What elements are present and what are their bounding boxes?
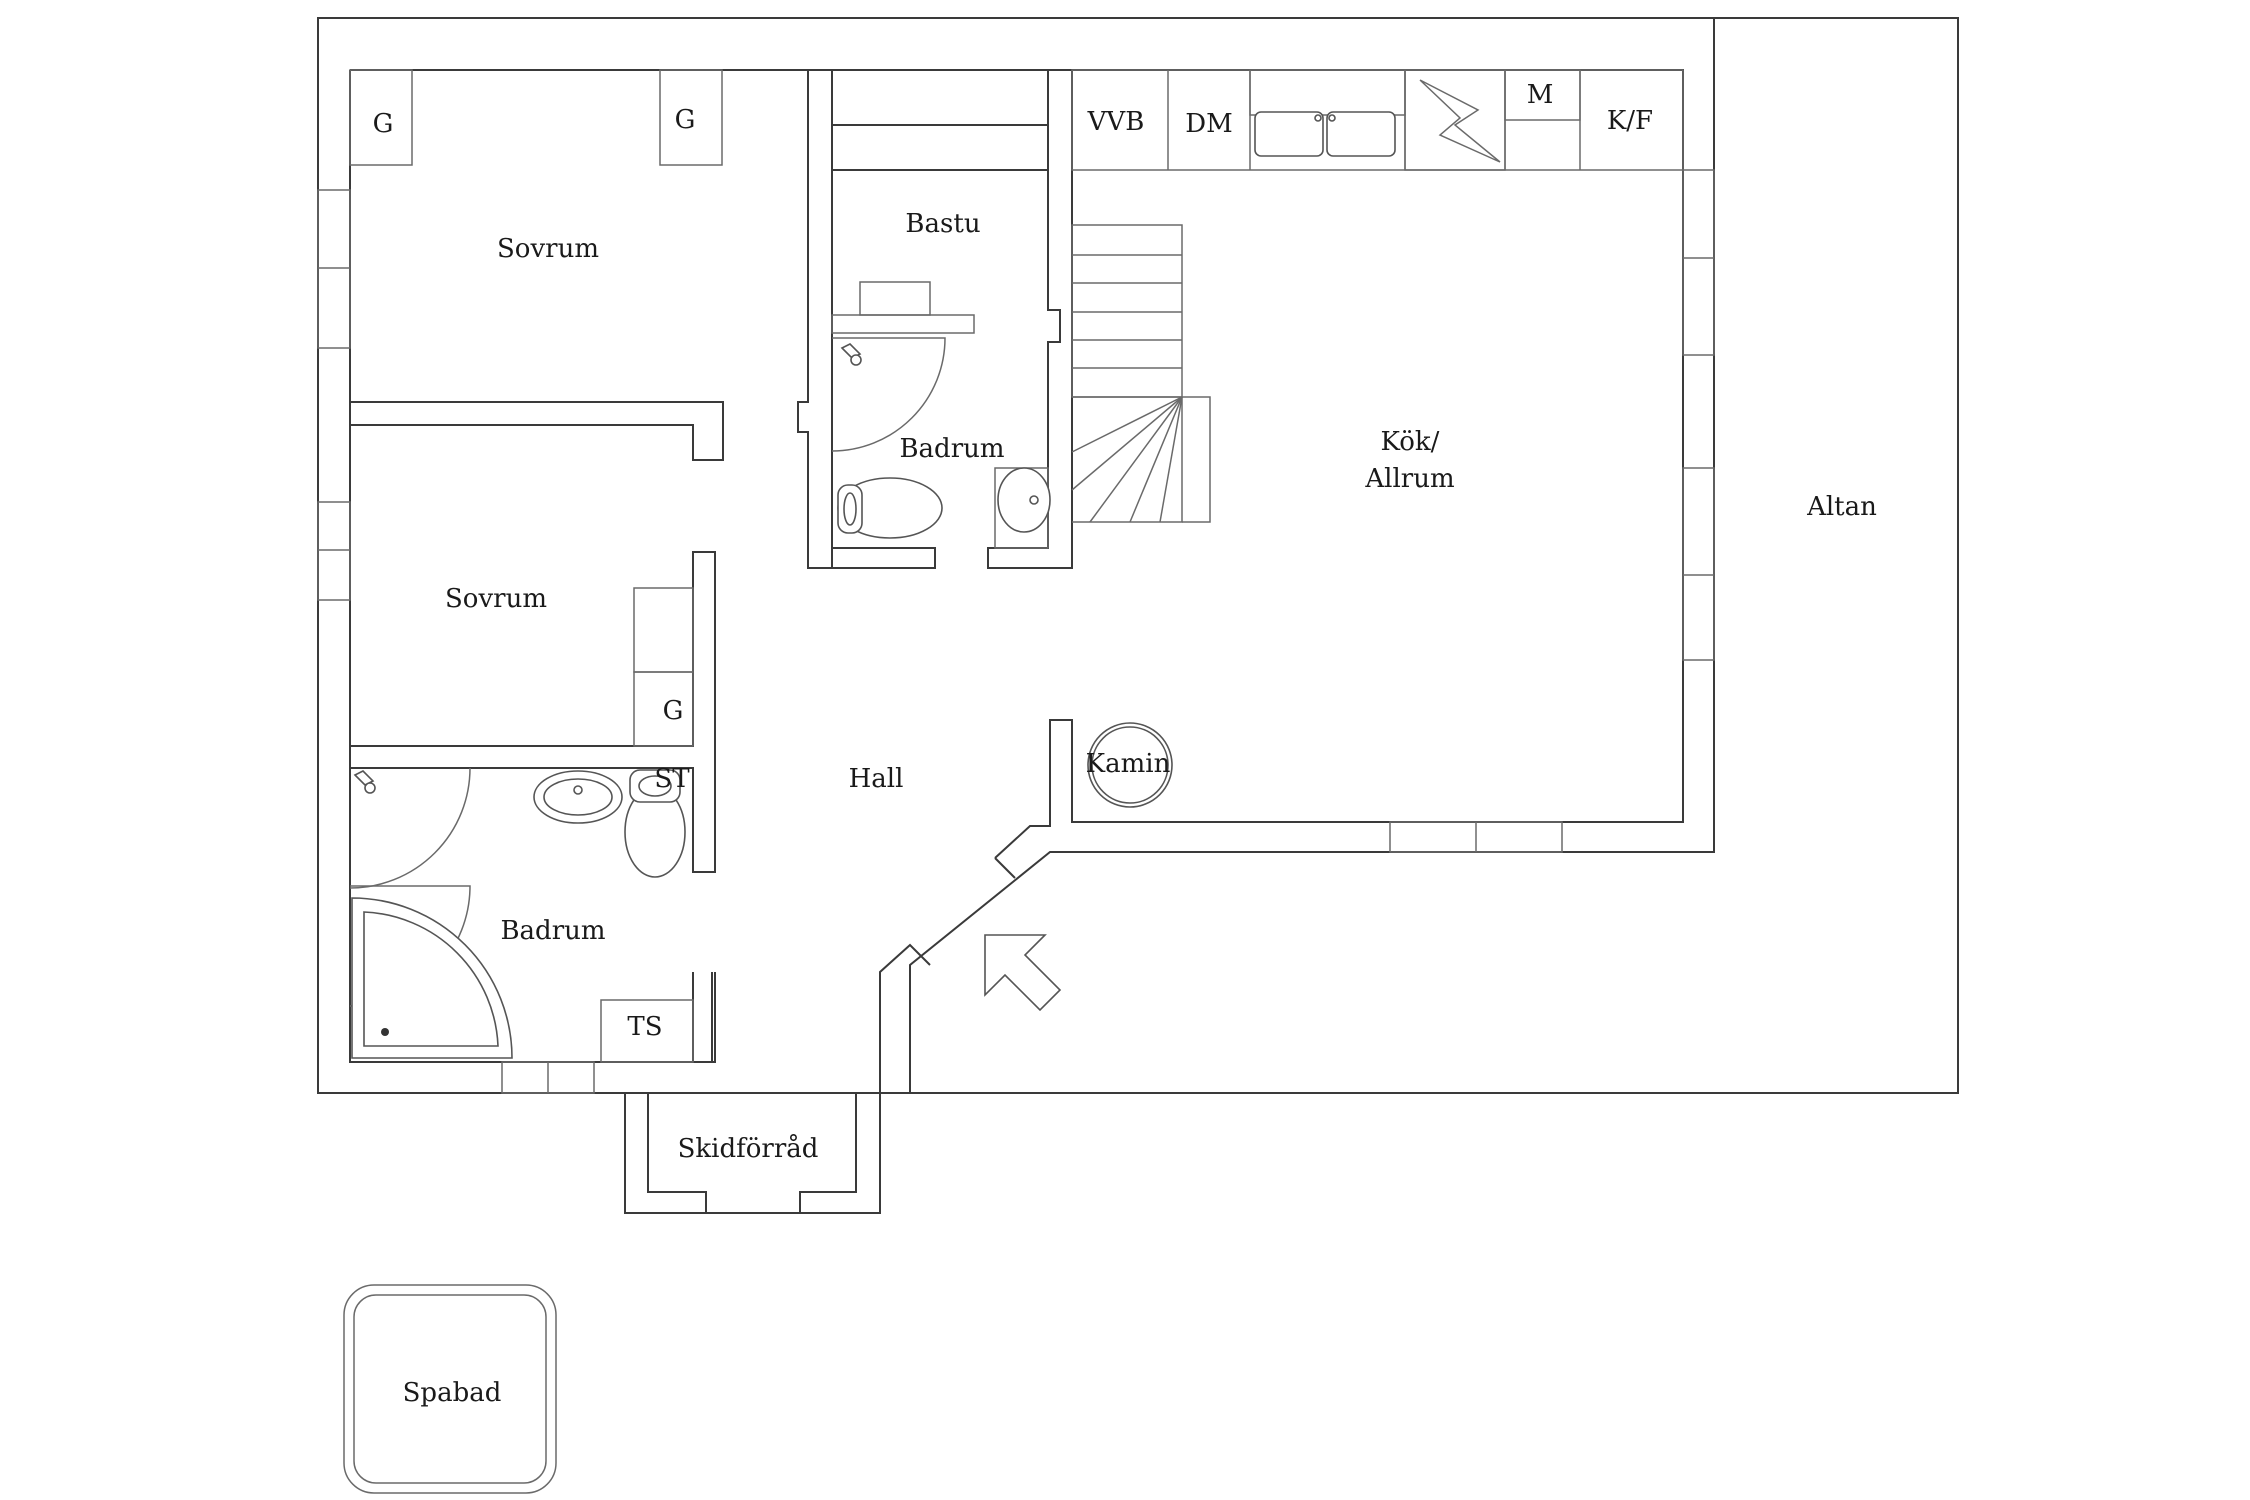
wardrobe-g1: [349, 69, 413, 166]
label-g3: G: [663, 696, 684, 726]
spabad-outline: [343, 1284, 557, 1494]
window-bottom-kitchen: [1389, 821, 1563, 853]
label-g1: G: [373, 109, 394, 139]
label-sovrum-top: Sovrum: [497, 234, 599, 264]
label-st: ST: [654, 764, 690, 794]
label-sovrum-mid: Sovrum: [445, 584, 547, 614]
wardrobe-g2: [659, 69, 723, 166]
label-spabad: Spabad: [403, 1378, 502, 1408]
label-badrum-small: Badrum: [899, 434, 1004, 464]
toilet-small-icon: [837, 477, 943, 539]
label-kf: K/F: [1607, 106, 1653, 136]
label-ts: TS: [627, 1012, 662, 1042]
sink-large-icon: [533, 770, 623, 824]
stairs: [1071, 224, 1211, 523]
shower-small-icon: [831, 337, 946, 452]
window-right-2: [1682, 467, 1715, 661]
skidforrad-room: [647, 1092, 857, 1213]
kitchen-counter: [1071, 69, 1684, 171]
badrum-large-walls: [600, 972, 716, 1063]
label-skidforrad: Skidförråd: [678, 1133, 819, 1164]
bathtub-icon: [351, 897, 513, 1059]
kitchen-sink-icon: [1254, 111, 1396, 157]
sink-small-icon: [994, 467, 1051, 549]
exterior-walls: [318, 17, 1715, 1214]
label-m: M: [1527, 80, 1554, 110]
label-badrum-large: Badrum: [500, 916, 605, 946]
window-left-1: [317, 189, 351, 349]
window-bottom-bath: [501, 1061, 595, 1094]
entrance-arrow-icon: [984, 934, 1062, 1012]
label-bastu: Bastu: [905, 209, 980, 239]
sovrum-top-walls: [349, 69, 833, 569]
label-g2: G: [675, 105, 696, 135]
label-kok-line1: Kök/: [1381, 427, 1440, 457]
window-right-1: [1682, 169, 1715, 356]
label-dm: DM: [1185, 109, 1232, 139]
label-kok-line2: Allrum: [1364, 464, 1454, 494]
sovrum-mid-walls: [350, 551, 716, 873]
entry-walls: [879, 825, 1050, 1093]
bastu-walls: [831, 69, 1073, 569]
window-left-2: [317, 501, 351, 601]
toilet-large-icon: [624, 769, 686, 878]
label-altan: Altan: [1806, 492, 1877, 522]
label-kamin: Kamin: [1086, 749, 1171, 779]
label-vvb: VVB: [1087, 107, 1145, 137]
stove-icon: [1404, 69, 1506, 171]
label-hall: Hall: [849, 764, 904, 794]
